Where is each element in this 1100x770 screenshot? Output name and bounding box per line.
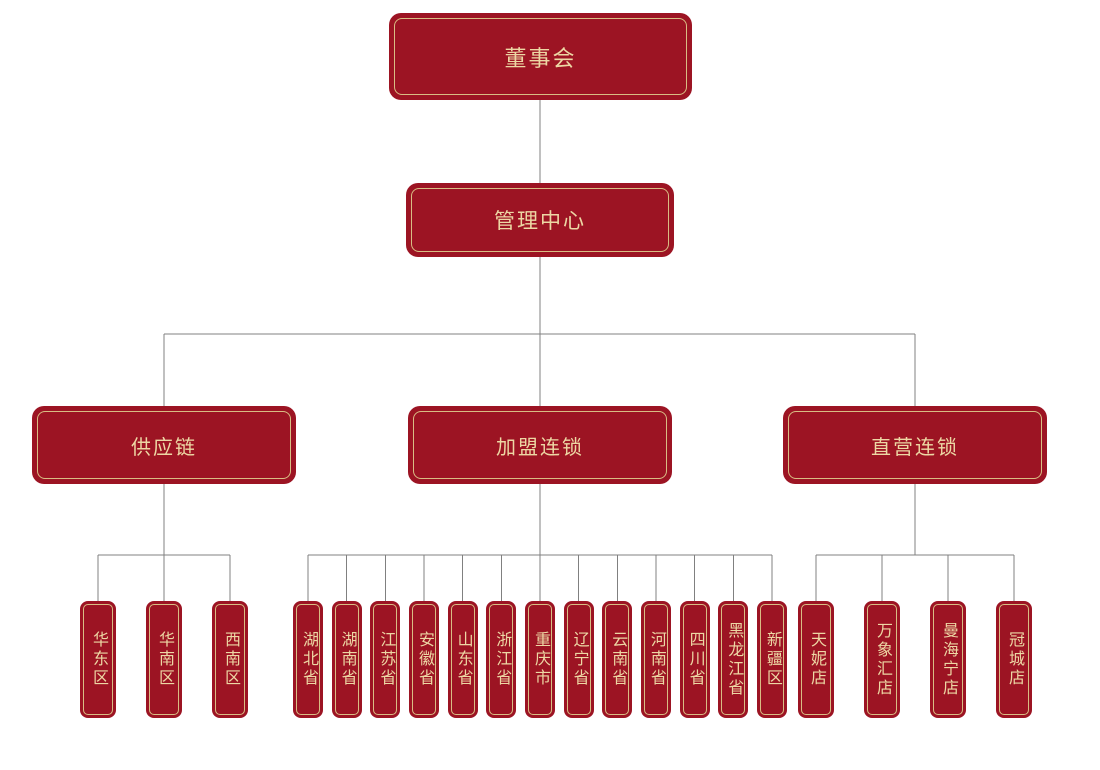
org-node-leaf: 浙江省: [486, 601, 517, 718]
org-node-franchise-chain-label: 加盟连锁: [496, 436, 584, 459]
org-node-leaf: 冠城店: [996, 601, 1032, 718]
org-node-leaf-label: 华东区: [90, 631, 107, 688]
org-node-leaf: 四川省: [679, 601, 710, 718]
org-node-leaf-label: 湖南省: [338, 631, 356, 688]
org-node-leaf: 万象汇店: [864, 601, 900, 718]
connector-branch-supply-chain: [97, 484, 231, 601]
org-node-leaf: 河南省: [640, 601, 671, 718]
org-node-leaf: 西南区: [212, 601, 248, 718]
org-node-leaf: 华东区: [80, 601, 116, 718]
org-node-direct-chain: 直营连锁: [783, 406, 1047, 484]
org-node-leaf-label: 天妮店: [808, 631, 825, 688]
org-node-leaf: 重庆市: [524, 601, 555, 718]
org-node-leaf: 新疆区: [756, 601, 787, 718]
org-node-board: 董事会: [389, 13, 692, 100]
org-node-leaf: 湖南省: [331, 601, 362, 718]
org-node-leaf-label: 湖北省: [300, 631, 317, 688]
org-node-leaf: 辽宁省: [563, 601, 594, 718]
org-node-leaf: 天妮店: [798, 601, 834, 718]
connector-management-to-branches: [163, 257, 916, 406]
org-node-leaf-label: 冠城店: [1006, 631, 1023, 688]
org-node-leaf-label: 西南区: [222, 631, 239, 688]
org-node-leaf-label: 黑龙江省: [725, 621, 743, 698]
org-node-leaf: 湖北省: [293, 601, 323, 718]
org-node-leaf-label: 万象汇店: [874, 621, 891, 698]
org-node-leaf-label: 安徽省: [415, 631, 433, 688]
org-node-management-center: 管理中心: [406, 183, 674, 257]
org-node-supply-chain-label: 供应链: [131, 436, 197, 459]
org-node-leaf: 云南省: [602, 601, 633, 718]
org-node-leaf-label: 四川省: [686, 631, 704, 688]
org-node-leaf: 华南区: [146, 601, 182, 718]
org-node-leaf-label: 新疆区: [763, 631, 781, 688]
org-node-leaf: 安徽省: [408, 601, 439, 718]
leaf-group-supply-chain: 华东区 华南区 西南区: [80, 601, 248, 718]
org-node-leaf-label: 华南区: [156, 631, 173, 688]
org-node-leaf: 曼海宁店: [930, 601, 966, 718]
leaf-group-direct-chain: 天妮店 万象汇店 曼海宁店 冠城店: [798, 601, 1032, 718]
org-node-leaf-label: 山东省: [454, 631, 472, 688]
org-node-leaf-label: 云南省: [609, 631, 627, 688]
org-node-leaf: 黑龙江省: [718, 601, 749, 718]
org-node-leaf: 山东省: [447, 601, 478, 718]
org-node-leaf: 江苏省: [370, 601, 401, 718]
org-node-leaf-label: 重庆市: [531, 631, 549, 688]
org-node-leaf-label: 曼海宁店: [940, 621, 957, 698]
connector-branch-direct: [815, 484, 1015, 601]
org-node-direct-chain-label: 直营连锁: [871, 436, 959, 459]
org-node-leaf-label: 河南省: [647, 631, 665, 688]
org-node-franchise-chain: 加盟连锁: [408, 406, 672, 484]
org-node-leaf-label: 江苏省: [377, 631, 395, 688]
org-node-board-label: 董事会: [504, 45, 577, 71]
org-node-leaf-label: 辽宁省: [570, 631, 588, 688]
org-node-management-center-label: 管理中心: [494, 210, 586, 233]
org-node-supply-chain: 供应链: [32, 406, 296, 484]
leaf-group-franchise-chain: 湖北省 湖南省 江苏省 安徽省 山东省 浙江省 重庆市: [293, 601, 787, 718]
org-node-leaf-label: 浙江省: [493, 631, 511, 688]
connector-branch-franchise: [307, 484, 773, 601]
